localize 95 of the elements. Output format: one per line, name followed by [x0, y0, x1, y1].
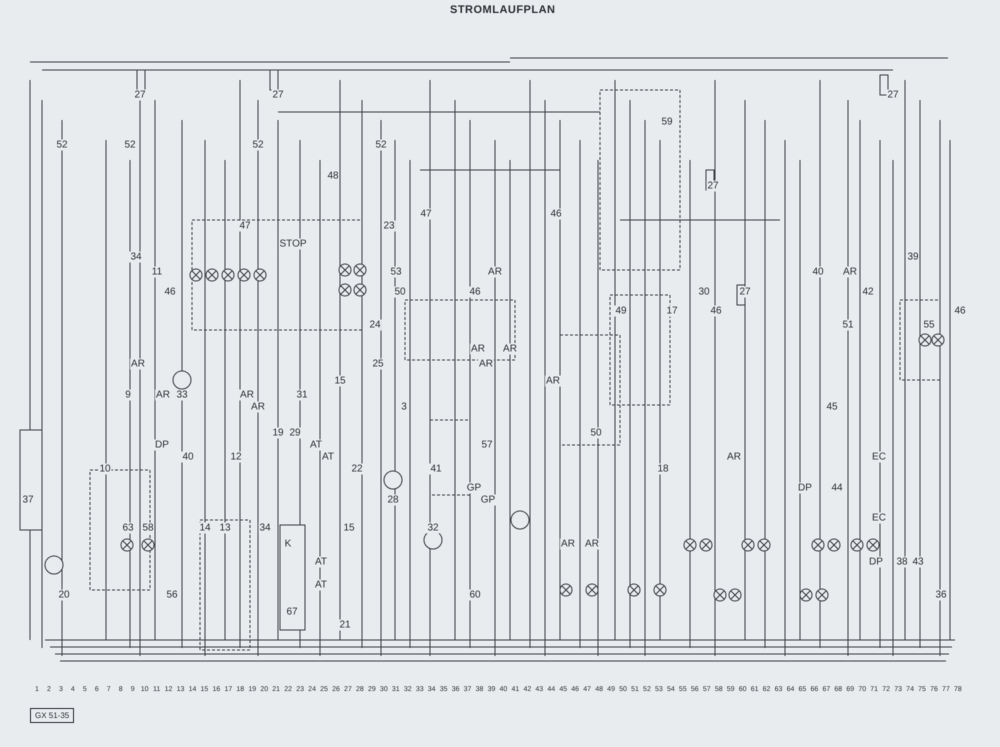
- component-label: 50: [589, 428, 603, 438]
- component-label: 55: [922, 320, 936, 330]
- component-label: 21: [338, 620, 352, 630]
- component-label: 59: [660, 116, 674, 128]
- component-label: 20: [57, 590, 71, 600]
- component-label: 23: [382, 220, 396, 232]
- component-label: AR: [487, 266, 503, 278]
- component-label: 45: [825, 402, 839, 412]
- component-label: EC: [871, 452, 887, 462]
- component-label: AT: [308, 440, 324, 450]
- diagram-title: STROMLAUFPLAN: [450, 4, 556, 16]
- component-label: 63: [121, 522, 135, 534]
- component-label: AR: [478, 358, 494, 370]
- component-label: 27: [706, 180, 720, 192]
- component-label: 60: [468, 590, 482, 600]
- component-label: AR: [239, 390, 255, 400]
- component-label: 34: [129, 252, 143, 262]
- component-label: AR: [560, 538, 576, 550]
- component-label: 40: [181, 452, 195, 462]
- component-label: 18: [656, 464, 670, 474]
- component-label: 15: [333, 376, 347, 386]
- component-label: 40: [811, 266, 825, 278]
- component-label: 11: [150, 266, 164, 278]
- component-label: 41: [429, 464, 443, 474]
- component-label: 46: [163, 286, 177, 298]
- component-label: 48: [326, 170, 340, 182]
- component-label: 52: [251, 140, 265, 150]
- component-label: 51: [841, 320, 855, 330]
- component-label: 15: [342, 522, 356, 534]
- component-label: 13: [218, 522, 232, 534]
- component-label: 27: [133, 90, 147, 100]
- component-label: AR: [155, 390, 171, 400]
- component-label: 29: [288, 428, 302, 438]
- component-label: 19: [271, 428, 285, 438]
- component-label: 58: [141, 522, 155, 534]
- component-label: AR: [584, 538, 600, 550]
- component-label: AR: [545, 376, 561, 386]
- component-label: 38: [895, 556, 909, 568]
- component-label: 52: [123, 140, 137, 150]
- component-label: 44: [830, 482, 844, 494]
- component-label: 47: [238, 220, 252, 232]
- component-label: 12: [229, 452, 243, 462]
- component-label: 14: [198, 522, 212, 534]
- component-label: AR: [502, 344, 518, 354]
- component-label: 42: [861, 286, 875, 298]
- component-label: DP: [154, 440, 170, 450]
- component-label: 24: [368, 320, 382, 330]
- component-label: AR: [726, 452, 742, 462]
- component-label: 33: [175, 390, 189, 400]
- component-label: 46: [549, 208, 563, 220]
- component-label: 43: [911, 556, 925, 568]
- component-label: 53: [389, 266, 403, 278]
- drawing-number: GX 51-35: [30, 708, 74, 723]
- component-label: 9: [124, 390, 132, 400]
- component-label: 46: [709, 306, 723, 316]
- component-label: AT: [314, 556, 328, 568]
- component-label: 27: [738, 286, 752, 298]
- component-label: 32: [426, 522, 440, 534]
- component-label: 49: [614, 306, 628, 316]
- component-label: 34: [258, 522, 272, 534]
- component-label: 67: [285, 606, 299, 618]
- component-label: 56: [165, 590, 179, 600]
- component-label: AR: [130, 358, 146, 370]
- component-label: AT: [320, 452, 336, 462]
- component-label: AR: [250, 402, 266, 412]
- component-label: 27: [886, 90, 900, 100]
- component-label: EC: [871, 512, 887, 524]
- component-label: 10: [98, 464, 112, 474]
- component-label: AR: [842, 266, 858, 278]
- component-label: STOP: [278, 238, 308, 250]
- component-label: 57: [480, 440, 494, 450]
- component-label: 27: [271, 90, 285, 100]
- component-label: 36: [934, 590, 948, 600]
- component-label: GP: [466, 482, 482, 494]
- component-label: 52: [55, 140, 69, 150]
- component-label: 47: [419, 208, 433, 220]
- component-label: DP: [797, 482, 813, 494]
- component-label: 37: [21, 494, 35, 506]
- component-label: AR: [470, 344, 486, 354]
- component-label: AT: [314, 580, 328, 590]
- component-label: 30: [697, 286, 711, 298]
- component-label: 17: [665, 306, 679, 316]
- component-label: 46: [468, 286, 482, 298]
- component-label: 31: [295, 390, 309, 400]
- component-label: 28: [386, 494, 400, 506]
- component-label: 46: [953, 306, 967, 316]
- component-label: K: [284, 538, 292, 550]
- component-label: 25: [371, 358, 385, 370]
- component-label: DP: [868, 556, 884, 568]
- component-label: 50: [393, 286, 407, 298]
- component-label: GP: [480, 494, 496, 506]
- component-label: 3: [400, 402, 408, 412]
- component-label: 52: [374, 140, 388, 150]
- component-label: 22: [350, 464, 364, 474]
- component-label: 39: [906, 252, 920, 262]
